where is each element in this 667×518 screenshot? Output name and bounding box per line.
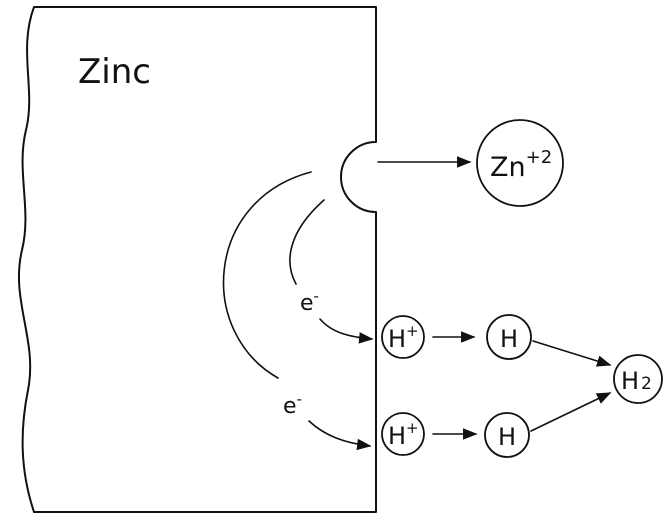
electron-symbol: e xyxy=(283,394,297,419)
hydrogen-ion-lower: H+ xyxy=(381,412,425,456)
metal-label: Zinc xyxy=(78,52,151,92)
svg-text:Zn+2: Zn+2 xyxy=(490,147,552,183)
electron-charge: - xyxy=(314,287,319,305)
svg-text:H+: H+ xyxy=(388,419,419,450)
hydrogen-molecule-symbol: H xyxy=(621,367,639,395)
zinc-ion: Zn+2 xyxy=(476,119,564,207)
electron-label-upper: e- xyxy=(300,287,319,316)
hydrogen-atom-lower: H xyxy=(484,412,530,458)
hydrogen-ion-upper: H+ xyxy=(381,315,425,359)
combination-arrow-lower xyxy=(530,392,612,432)
electron-arrow-lower xyxy=(308,420,372,451)
electron-arrow-upper xyxy=(319,318,374,344)
hydrogen-atom-upper: H xyxy=(486,314,532,360)
electron-path-lower xyxy=(222,171,312,379)
combination-arrow-upper xyxy=(532,340,612,367)
zinc-ion-symbol: Zn xyxy=(490,152,526,183)
zinc-ion-charge: +2 xyxy=(526,147,553,168)
svg-text:H2: H2 xyxy=(621,367,652,395)
zinc-block-outline xyxy=(18,6,377,513)
electron-charge: - xyxy=(297,390,302,408)
hydrogen-molecule-subscript: 2 xyxy=(641,374,652,394)
electron-path-upper xyxy=(289,199,325,285)
svg-text:H+: H+ xyxy=(388,322,419,353)
electron-label-lower: e- xyxy=(283,390,302,419)
hydrogen-ion-charge: + xyxy=(406,322,419,340)
hydrogen-atom-symbol: H xyxy=(500,325,518,353)
hydrogen-ion-symbol: H xyxy=(388,325,406,353)
hydrogen-atom-symbol: H xyxy=(498,423,516,451)
hydrogen-ion-charge: + xyxy=(406,419,419,437)
hydrogen-ion-symbol: H xyxy=(388,422,406,450)
electron-symbol: e xyxy=(300,291,314,316)
